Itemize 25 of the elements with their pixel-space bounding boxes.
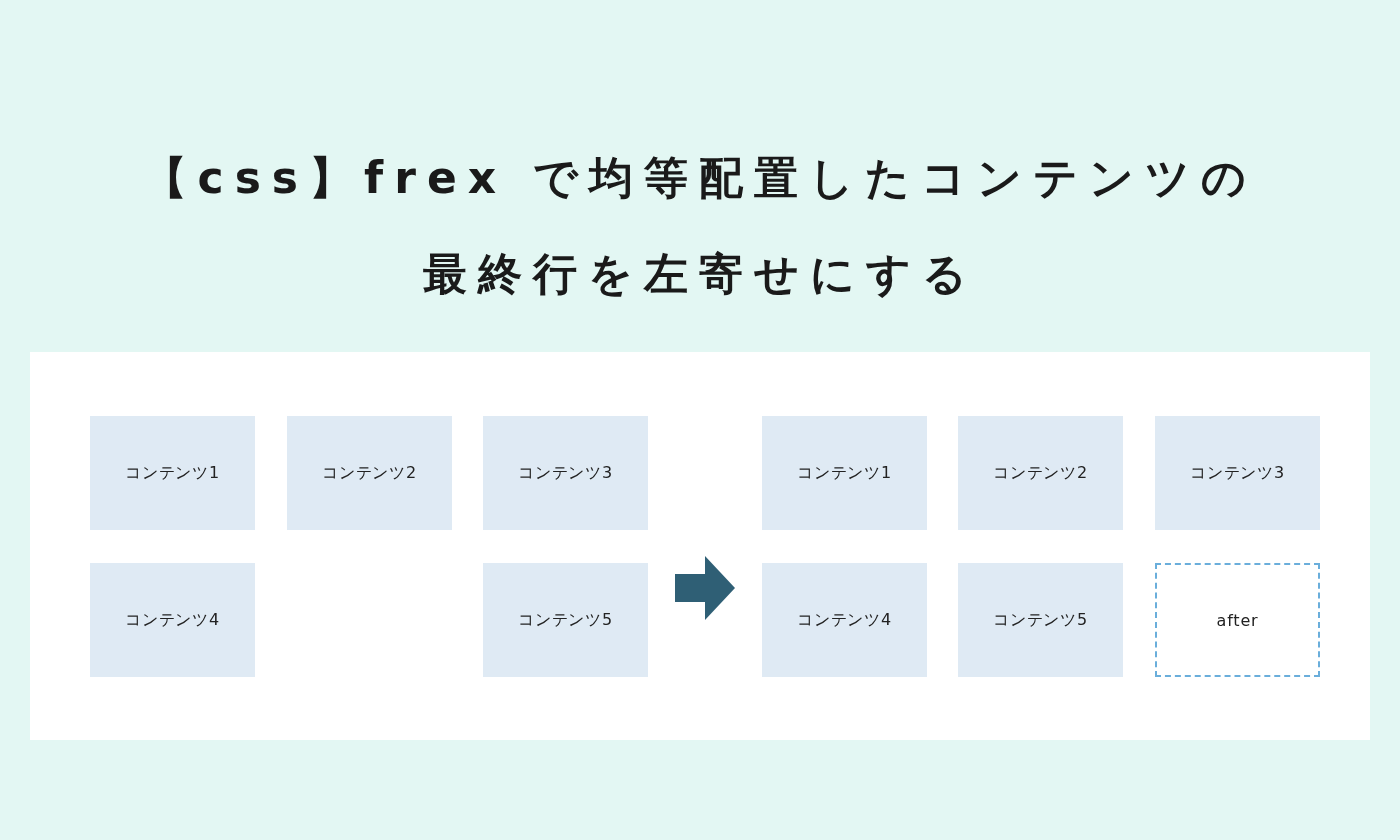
box-label: コンテンツ2	[993, 462, 1088, 484]
box-label: コンテンツ3	[1190, 462, 1285, 484]
content-box	[762, 416, 927, 530]
content-box	[483, 416, 648, 530]
box-label: コンテンツ5	[993, 609, 1088, 631]
content-box	[1155, 416, 1320, 530]
box-label: コンテンツ1	[797, 462, 892, 484]
box-label: コンテンツ1	[125, 462, 220, 484]
content-box	[90, 563, 255, 677]
content-box	[958, 416, 1123, 530]
box-label: コンテンツ4	[797, 609, 892, 631]
box-label: コンテンツ3	[518, 462, 613, 484]
title: 【css】frex で均等配置したコンテンツの最終行を左寄せにする	[141, 151, 1259, 301]
content-box	[762, 563, 927, 677]
content-box	[90, 416, 255, 530]
placeholder-box	[1155, 563, 1320, 677]
box-label: コンテンツ4	[125, 609, 220, 631]
content-box	[483, 563, 648, 677]
content-box	[287, 416, 452, 530]
box-label: after	[1216, 610, 1259, 630]
block-arrow	[675, 556, 735, 620]
box-label: コンテンツ5	[518, 609, 613, 631]
content-box	[958, 563, 1123, 677]
box-label: コンテンツ2	[322, 462, 417, 484]
panel-background	[30, 352, 1370, 740]
